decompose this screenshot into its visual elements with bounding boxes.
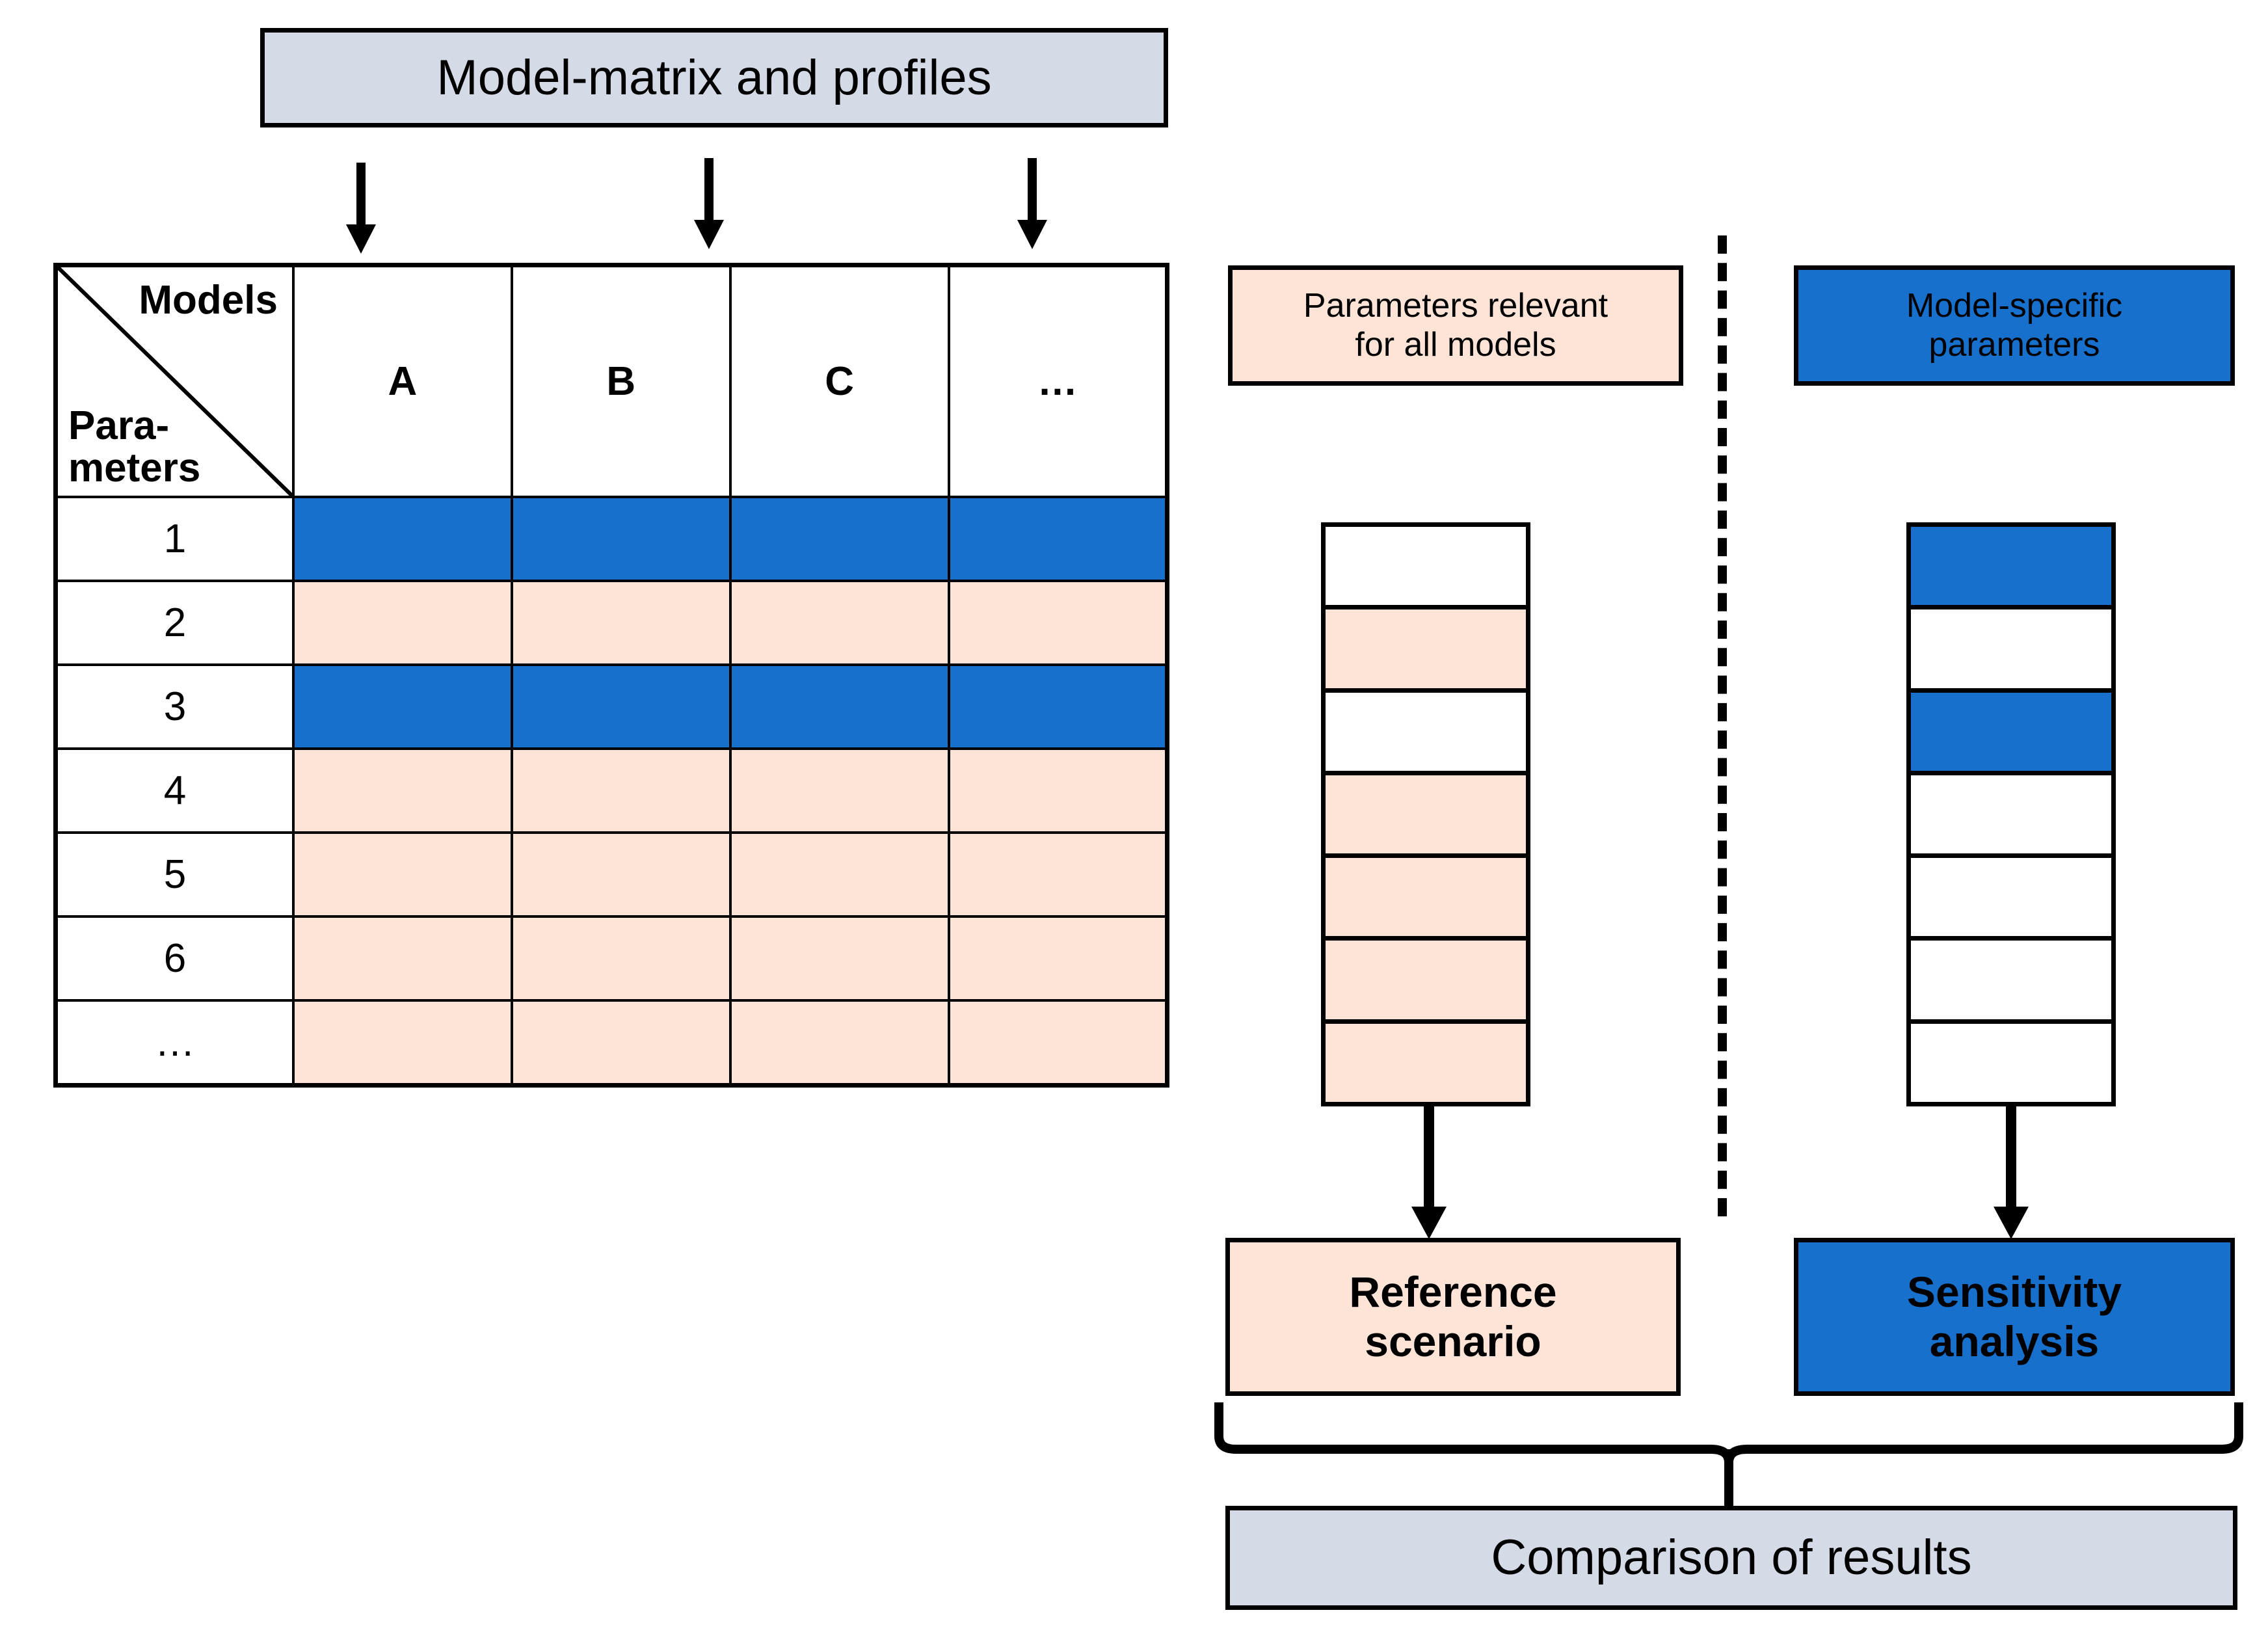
comparison-banner: Comparison of results [1225, 1506, 2237, 1610]
matrix-row: 4 [54, 747, 1169, 834]
matrix-row: 6 [54, 915, 1169, 1002]
stack-cell [1911, 941, 2111, 1024]
arrow-to-column-c [1017, 158, 1047, 249]
matrix-column-header-more: … [947, 263, 1169, 498]
matrix-cell [728, 496, 950, 582]
sensitivity-analysis-line2: analysis [1929, 1317, 2100, 1365]
sensitivity-parameter-stack [1906, 522, 2116, 1106]
sensitivity-analysis-line1: Sensitivity [1906, 1267, 2122, 1316]
stack-cell [1911, 775, 2111, 859]
sensitivity-analysis-text: Sensitivity analysis [1907, 1268, 2122, 1367]
matrix-cell [947, 999, 1169, 1087]
arrow-to-column-a [346, 163, 376, 254]
stack-cell [1326, 609, 1526, 693]
stack-cell [1326, 775, 1526, 859]
stack-cell [1911, 609, 2111, 693]
matrix-cell [947, 496, 1169, 582]
matrix-row-label: 5 [54, 831, 295, 918]
matrix-row: … [54, 999, 1169, 1087]
matrix-cell [728, 999, 950, 1087]
reference-parameter-stack [1321, 522, 1530, 1106]
matrix-cell [728, 747, 950, 834]
stack-cell [1911, 858, 2111, 941]
matrix-row-label: 2 [54, 580, 295, 666]
legend-common-parameters: Parameters relevant for all models [1228, 265, 1683, 386]
matrix-cell [728, 831, 950, 918]
legend-model-specific-parameters: Model-specific parameters [1794, 265, 2235, 386]
matrix-row: 2 [54, 580, 1169, 666]
title-banner: Model-matrix and profiles [260, 28, 1168, 127]
matrix-row: 5 [54, 831, 1169, 918]
arrow-to-sensitivity-analysis [1994, 1106, 2029, 1239]
sensitivity-analysis-box: Sensitivity analysis [1794, 1238, 2235, 1396]
legend-common-text: Parameters relevant for all models [1303, 287, 1608, 365]
matrix-row: 1 [54, 496, 1169, 582]
matrix-cell [510, 663, 732, 750]
stack-cell [1326, 527, 1526, 610]
matrix-cell [947, 831, 1169, 918]
matrix-cell [510, 580, 732, 666]
matrix-cell [510, 496, 732, 582]
matrix-cell [947, 915, 1169, 1002]
matrix-cell [292, 496, 513, 582]
matrix-parameters-label-line1: Para- [68, 403, 170, 448]
matrix-row-label: 6 [54, 915, 295, 1002]
reference-scenario-line2: scenario [1365, 1317, 1541, 1365]
comparison-text: Comparison of results [1491, 1530, 1972, 1586]
stack-cell [1326, 692, 1526, 775]
stack-cell [1326, 858, 1526, 941]
matrix-parameters-label-line2: meters [68, 445, 201, 490]
diagonal-divider-icon [58, 267, 292, 496]
stack-cell [1326, 1023, 1526, 1102]
matrix-cell [510, 747, 732, 834]
matrix-cell [728, 580, 950, 666]
matrix-row-label: … [54, 999, 295, 1087]
reference-scenario-box: Reference scenario [1225, 1238, 1681, 1396]
stack-cell [1326, 941, 1526, 1024]
matrix-column-header-c: C [728, 263, 950, 498]
matrix-models-label: Models [139, 278, 278, 323]
merge-brace [1214, 1402, 2243, 1508]
title-text: Model-matrix and profiles [436, 49, 992, 105]
legend-specific-text: Model-specific parameters [1906, 287, 2122, 365]
dashed-divider [1718, 235, 1727, 1216]
matrix-cell [728, 915, 950, 1002]
matrix-cell [728, 663, 950, 750]
legend-specific-line1: Model-specific [1906, 286, 2123, 325]
matrix-cell [947, 663, 1169, 750]
matrix-row-label: 1 [54, 496, 295, 582]
matrix-cell [292, 831, 513, 918]
matrix-row-label: 4 [54, 747, 295, 834]
matrix-parameters-label: Para- meters [68, 405, 200, 489]
legend-specific-line2: parameters [1928, 325, 2100, 364]
matrix-row: 3 [54, 663, 1169, 750]
matrix-cell [292, 663, 513, 750]
matrix-header-row: Models Para- meters A B C … [54, 263, 1169, 498]
stack-cell [1911, 1023, 2111, 1102]
legend-common-line2: for all models [1355, 325, 1556, 364]
matrix-cell [947, 580, 1169, 666]
matrix-cell [510, 915, 732, 1002]
arrow-to-reference-scenario [1411, 1106, 1447, 1239]
reference-scenario-line1: Reference [1349, 1267, 1557, 1316]
matrix-cell [510, 831, 732, 918]
reference-scenario-text: Reference scenario [1349, 1268, 1556, 1367]
matrix-cell [292, 747, 513, 834]
stack-cell [1911, 692, 2111, 775]
matrix-column-header-b: B [510, 263, 732, 498]
matrix-cell [510, 999, 732, 1087]
matrix-cell [292, 580, 513, 666]
arrow-to-column-b [694, 158, 724, 249]
legend-common-line1: Parameters relevant [1303, 286, 1608, 325]
matrix-corner-cell: Models Para- meters [54, 263, 295, 498]
model-parameter-matrix: Models Para- meters A B C … 1 2 [53, 263, 1169, 1088]
stack-cell [1911, 527, 2111, 610]
matrix-cell [292, 999, 513, 1087]
matrix-column-header-a: A [292, 263, 513, 498]
matrix-row-label: 3 [54, 663, 295, 750]
matrix-cell [292, 915, 513, 1002]
matrix-cell [947, 747, 1169, 834]
